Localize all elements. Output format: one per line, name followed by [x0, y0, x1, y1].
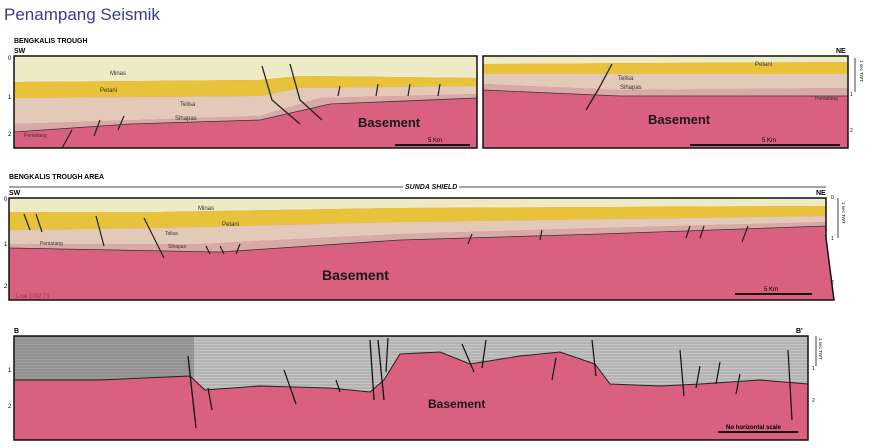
p2-petani-label: Petani	[222, 222, 239, 228]
p1-basement-left: Basement	[358, 115, 421, 130]
panel2-section	[8, 197, 835, 301]
p2-scale: 5 Km	[764, 287, 778, 293]
p1-telisa-right: Telisa	[618, 76, 634, 82]
p1-tick-1: 1	[8, 95, 12, 101]
p2-tick-right-0: 0	[831, 195, 834, 201]
p2-sihapas-label: Sihapas	[168, 244, 187, 250]
panel2-heading: BENGKALIS TROUGH AREA	[9, 174, 104, 181]
p3-b-left: B	[14, 328, 19, 335]
p3-tick-1: 1	[8, 368, 12, 374]
panel2-ne-label: NE	[816, 190, 826, 197]
p1-pematang-right: Pematang	[815, 96, 838, 102]
p2-tick-1: 1	[4, 242, 8, 248]
p1-tick-right-1: 1	[850, 92, 853, 98]
p1-basement-right: Basement	[648, 112, 711, 127]
p2-line-label: Line 10W 71	[16, 294, 50, 300]
p1-pematang-label: Pematang	[24, 133, 47, 139]
p3-basement-label: Basement	[428, 397, 485, 411]
panel2-shield-label: SUNDA SHIELD	[405, 184, 457, 191]
p1-sihapas-label: Sihapas	[175, 116, 197, 122]
p3-scale: No horizontal scale	[726, 425, 782, 431]
p1-tick-0: 0	[8, 56, 12, 62]
p2-tick-right-2: 2	[831, 280, 834, 286]
p1-tick-2: 2	[8, 132, 12, 138]
panel1-left-section	[13, 55, 478, 149]
p3-twt-label: 1 sec TWT	[818, 338, 823, 360]
p2-twt-label: 1 sec TWT	[841, 202, 846, 224]
p2-pematang-label: Pematang	[40, 241, 63, 247]
panel2-sw-label: SW	[9, 190, 21, 197]
p1-petani-label: Petani	[100, 88, 117, 94]
p2-tick-2: 2	[4, 284, 8, 290]
panel1-sw-label: SW	[14, 48, 26, 55]
p1-petani-right: Petani	[755, 62, 772, 68]
p2-tick-right-1: 1	[831, 236, 834, 242]
panel1-right-section	[482, 55, 849, 149]
p1-telisa-label: Telisa	[180, 102, 196, 108]
p1-scale-left: 5 Km	[428, 138, 442, 144]
p3-b-right: B'	[796, 328, 803, 335]
p1-sihapas-right: Sihapas	[620, 85, 642, 91]
p3-tick-2: 2	[8, 404, 12, 410]
p2-minas-label: Minas	[198, 206, 214, 212]
panel1-ne-label: NE	[836, 48, 846, 55]
p2-tick-0: 0	[4, 197, 8, 203]
p1-scale-right: 5 Km	[762, 138, 776, 144]
p3-tick-right-1: 1	[812, 366, 815, 372]
panel3-section	[13, 335, 809, 441]
p1-tick-right-2: 2	[850, 128, 853, 134]
panel1-heading: BENGKALIS TROUGH	[14, 38, 88, 45]
page-title: Penampang Seismik	[4, 5, 160, 24]
p2-basement-label: Basement	[322, 267, 389, 283]
p1-twt-label: 1 sec TWT	[859, 60, 864, 82]
p1-minas-label: Minas	[110, 71, 126, 77]
p3-tick-right-2: 2	[812, 398, 815, 404]
p2-telisa-label: Telisa	[165, 231, 178, 237]
